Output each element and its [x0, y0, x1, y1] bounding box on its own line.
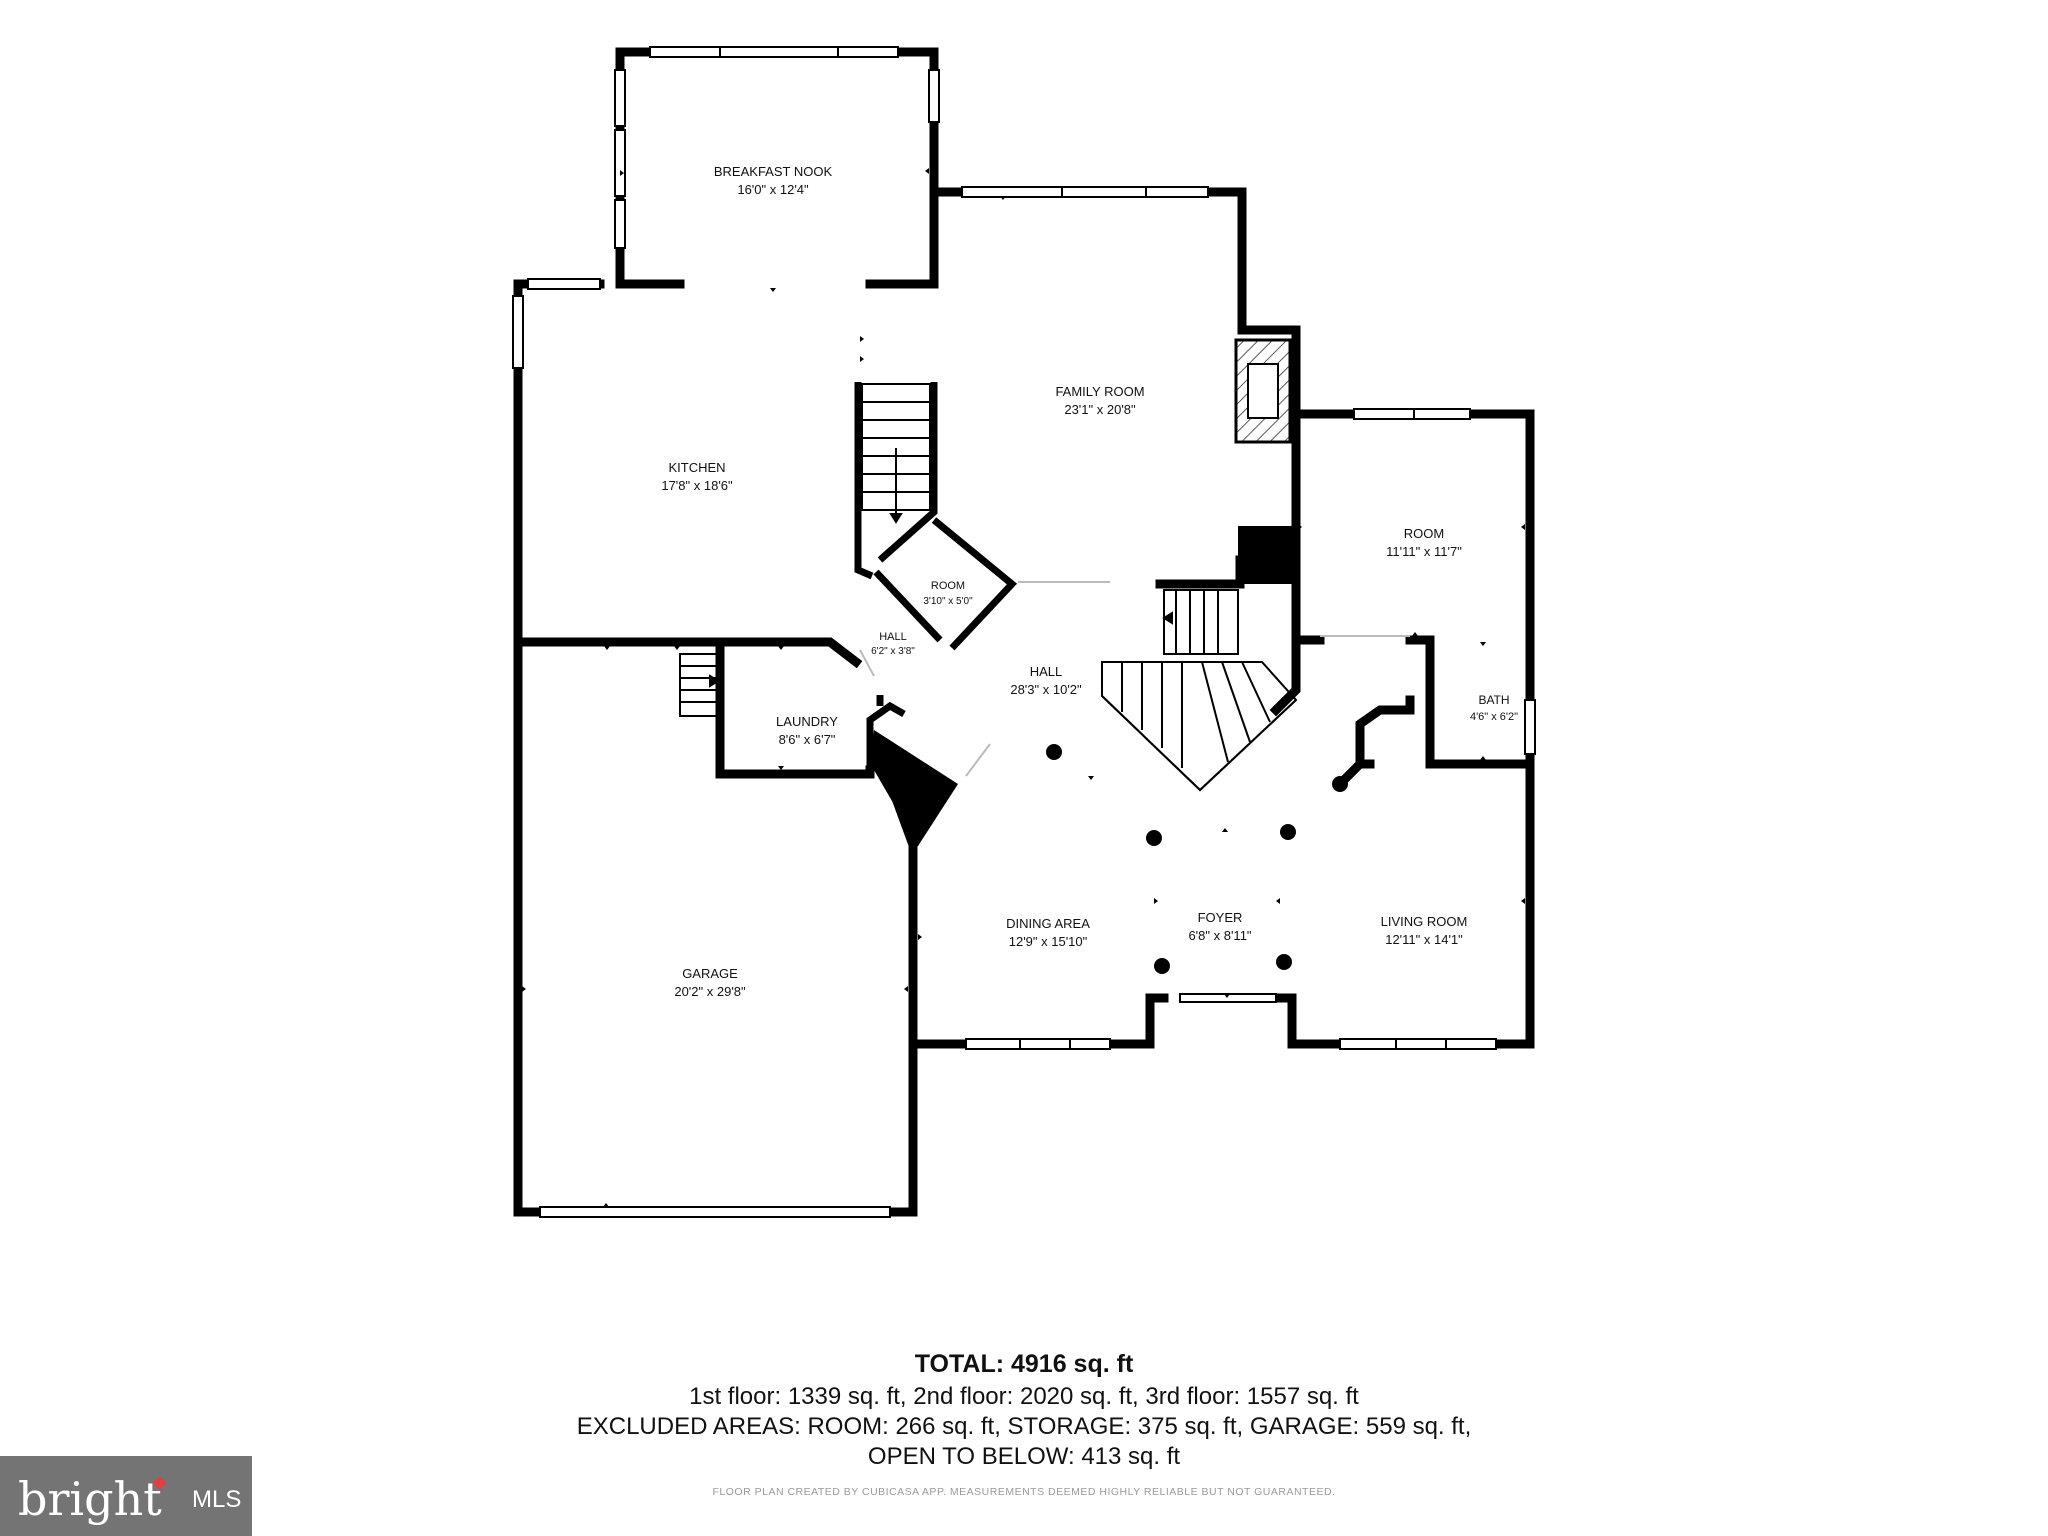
room-hall-small-dims: 6'2" x 3'8"	[871, 646, 915, 657]
room-laundry-dims: 8'6" x 6'7"	[779, 732, 836, 747]
fireplace	[1234, 338, 1292, 444]
logo-suffix: MLS	[192, 1486, 242, 1513]
room-kitchen-name: KITCHEN	[668, 460, 725, 475]
room-breakfast-nook-name: BREAKFAST NOOK	[714, 164, 833, 179]
total-area: TOTAL: 4916 sq. ft	[0, 1350, 2048, 1379]
disclaimer: FLOOR PLAN CREATED BY CUBICASA APP. MEAS…	[712, 1486, 1336, 1498]
room-living-name: LIVING ROOM	[1381, 914, 1468, 929]
total-value: 4916 sq. ft	[1011, 1350, 1134, 1378]
door-ticks	[522, 168, 1525, 1207]
solid-blocks	[870, 526, 1296, 858]
room-labels: BREAKFAST NOOK 16'0" x 12'4" FAMILY ROOM…	[661, 164, 1518, 999]
stairs-upper	[861, 383, 931, 524]
excluded-areas-line: EXCLUDED AREAS: ROOM: 266 sq. ft, STORAG…	[576, 1413, 1472, 1440]
windows	[512, 46, 1536, 1218]
total-label: TOTAL:	[914, 1350, 1005, 1378]
room-family-name: FAMILY ROOM	[1055, 384, 1144, 399]
open-to-below-line: OPEN TO BELOW: 413 sq. ft	[867, 1443, 1181, 1470]
room-hall-main-name: HALL	[1030, 664, 1063, 679]
room-small-name: ROOM	[931, 580, 965, 592]
room-bath-name: BATH	[1478, 693, 1509, 707]
room-bath-dims: 4'6" x 6'2"	[1470, 711, 1518, 723]
bright-mls-logo: bright MLS	[0, 1456, 252, 1536]
room-kitchen-dims: 17'8" x 18'6"	[661, 478, 733, 493]
room-garage-name: GARAGE	[682, 966, 738, 981]
stairs-hall	[1101, 589, 1298, 792]
room-laundry-name: LAUNDRY	[776, 714, 838, 729]
logo-brand: bright	[18, 1472, 162, 1526]
room-hall-main-dims: 28'3" x 10'2"	[1010, 682, 1082, 697]
room-small-dims: 3'10" x 5'0"	[923, 596, 973, 607]
room-hall-small-name: HALL	[879, 631, 907, 643]
room-right-dims: 11'11" x 11'7"	[1386, 544, 1462, 559]
room-breakfast-nook-dims: 16'0" x 12'4"	[737, 182, 809, 197]
room-foyer-dims: 6'8" x 8'11"	[1188, 928, 1251, 943]
room-foyer-name: FOYER	[1198, 910, 1243, 925]
room-dining-dims: 12'9" x 15'10"	[1009, 934, 1088, 949]
room-dining-name: DINING AREA	[1006, 916, 1090, 931]
floor-areas-line: 1st floor: 1339 sq. ft, 2nd floor: 2020 …	[689, 1383, 1359, 1410]
room-family-dims: 23'1" x 20'8"	[1064, 402, 1136, 417]
columns	[1046, 744, 1348, 974]
room-right-name: ROOM	[1404, 526, 1444, 541]
openings	[859, 581, 1410, 777]
room-garage-dims: 20'2" x 29'8"	[674, 984, 746, 999]
room-living-dims: 12'11" x 14'1"	[1385, 932, 1463, 947]
stairs-laundry	[679, 653, 721, 717]
